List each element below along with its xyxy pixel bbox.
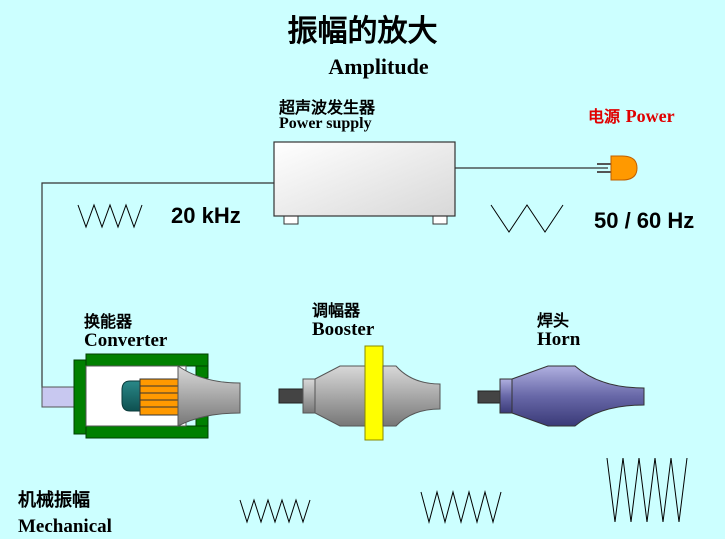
power-supply-label-cn: 超声波发生器 — [279, 98, 376, 117]
booster-unit — [278, 345, 441, 441]
zigzag-wave-horn — [606, 457, 688, 523]
cable — [41, 167, 608, 388]
horn-label-en: Horn — [537, 329, 581, 350]
converter-label-cn: 换能器 — [84, 312, 133, 331]
zigzag-wave-converter — [239, 498, 311, 524]
power-supply-label-en: Power supply — [279, 115, 372, 132]
mains-power-label-en: Power — [625, 106, 675, 126]
mains-power-label-cn: 电源 — [588, 107, 621, 126]
output-frequency-label: 20 kHz — [171, 203, 241, 228]
converter-label-en: Converter — [84, 330, 168, 351]
booster-label-en: Booster — [312, 319, 375, 340]
zigzag-wave-booster — [420, 490, 502, 524]
page-subtitle: Amplitude — [328, 54, 429, 79]
mains-power-label: 电源 Power — [588, 103, 675, 127]
mains-frequency-label: 50 / 60 Hz — [594, 208, 695, 233]
zigzag-wave-mains — [490, 204, 564, 233]
converter-unit — [41, 353, 241, 439]
horn-label-cn: 焊头 — [537, 311, 570, 330]
zigzag-wave-20khz — [77, 203, 143, 229]
mechanical-label-cn: 机械振幅 — [18, 490, 90, 511]
power-plug-icon — [597, 155, 638, 181]
page-title: 振幅的放大 — [287, 14, 438, 49]
power-supply-unit — [273, 141, 456, 225]
booster-label-cn: 调幅器 — [312, 301, 361, 320]
horn-unit — [477, 365, 645, 427]
mechanical-label-en: Mechanical — [18, 516, 112, 537]
